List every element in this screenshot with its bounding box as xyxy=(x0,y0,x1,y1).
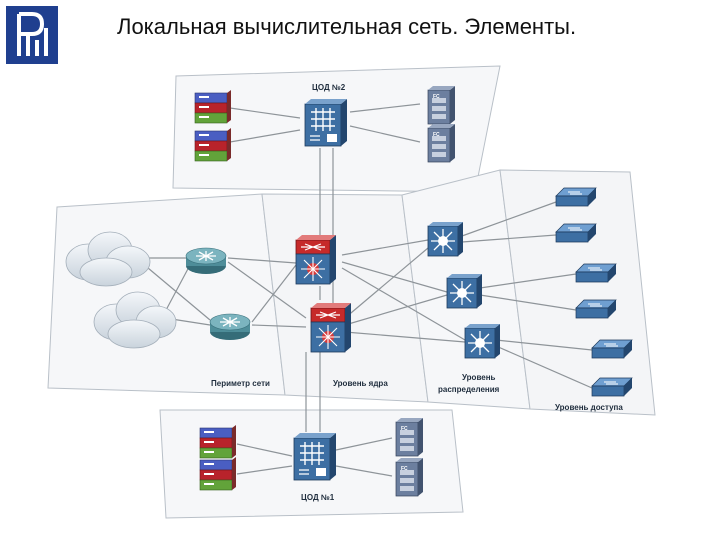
core-label: Уровень ядра xyxy=(333,379,388,388)
core-switch-2-icon xyxy=(310,302,352,353)
dc1-server-1-icon xyxy=(199,424,237,459)
perimeter-router-1-icon xyxy=(185,247,227,275)
dc1-storage-2-icon xyxy=(395,457,424,497)
core-plane xyxy=(261,193,429,403)
dc1-fc-label-2: FC xyxy=(401,466,408,472)
network-links xyxy=(147,103,593,477)
dc1-label: ЦОД №1 xyxy=(301,493,335,502)
access-switch-3-icon xyxy=(575,263,617,283)
dc2-fc-label-2: FC xyxy=(433,132,440,138)
access-switch-4-icon xyxy=(575,299,617,319)
dc2-storage-1-icon xyxy=(427,85,456,125)
access-switch-1-icon xyxy=(555,187,597,207)
distribution-switch-1-icon xyxy=(427,221,464,257)
dc2-storage-switch-icon xyxy=(304,98,348,147)
page-title: Локальная вычислительная сеть. Элементы. xyxy=(117,14,577,39)
dc2-server-1-icon xyxy=(194,89,232,124)
distribution-label-line2: распределения xyxy=(438,385,500,394)
cloud-2-icon xyxy=(93,291,177,349)
dc2-label: ЦОД №2 xyxy=(312,83,346,92)
dc1-fc-label-1: FC xyxy=(401,426,408,432)
dc1-storage-switch-icon xyxy=(293,432,337,481)
distribution-label-line1: Уровень xyxy=(462,373,496,382)
dc2-storage-2-icon xyxy=(427,123,456,163)
dc2-server-2-icon xyxy=(194,127,232,162)
access-switch-6-icon xyxy=(591,377,633,397)
dc1-storage-1-icon xyxy=(395,417,424,457)
distribution-switch-3-icon xyxy=(464,323,501,359)
perimeter-label: Периметр сети xyxy=(211,379,270,388)
distribution-switch-2-icon xyxy=(446,273,483,309)
perimeter-plane xyxy=(47,193,286,396)
access-switch-5-icon xyxy=(591,339,633,359)
access-switch-2-icon xyxy=(555,223,597,243)
access-label: Уровень доступа xyxy=(555,403,623,412)
core-switch-1-icon xyxy=(295,234,337,285)
hse-logo-icon xyxy=(6,6,58,64)
perimeter-router-2-icon xyxy=(209,313,251,341)
dc2-fc-label-1: FC xyxy=(433,94,440,100)
dc1-server-2-icon xyxy=(199,456,237,491)
cloud-1-icon xyxy=(65,231,151,287)
